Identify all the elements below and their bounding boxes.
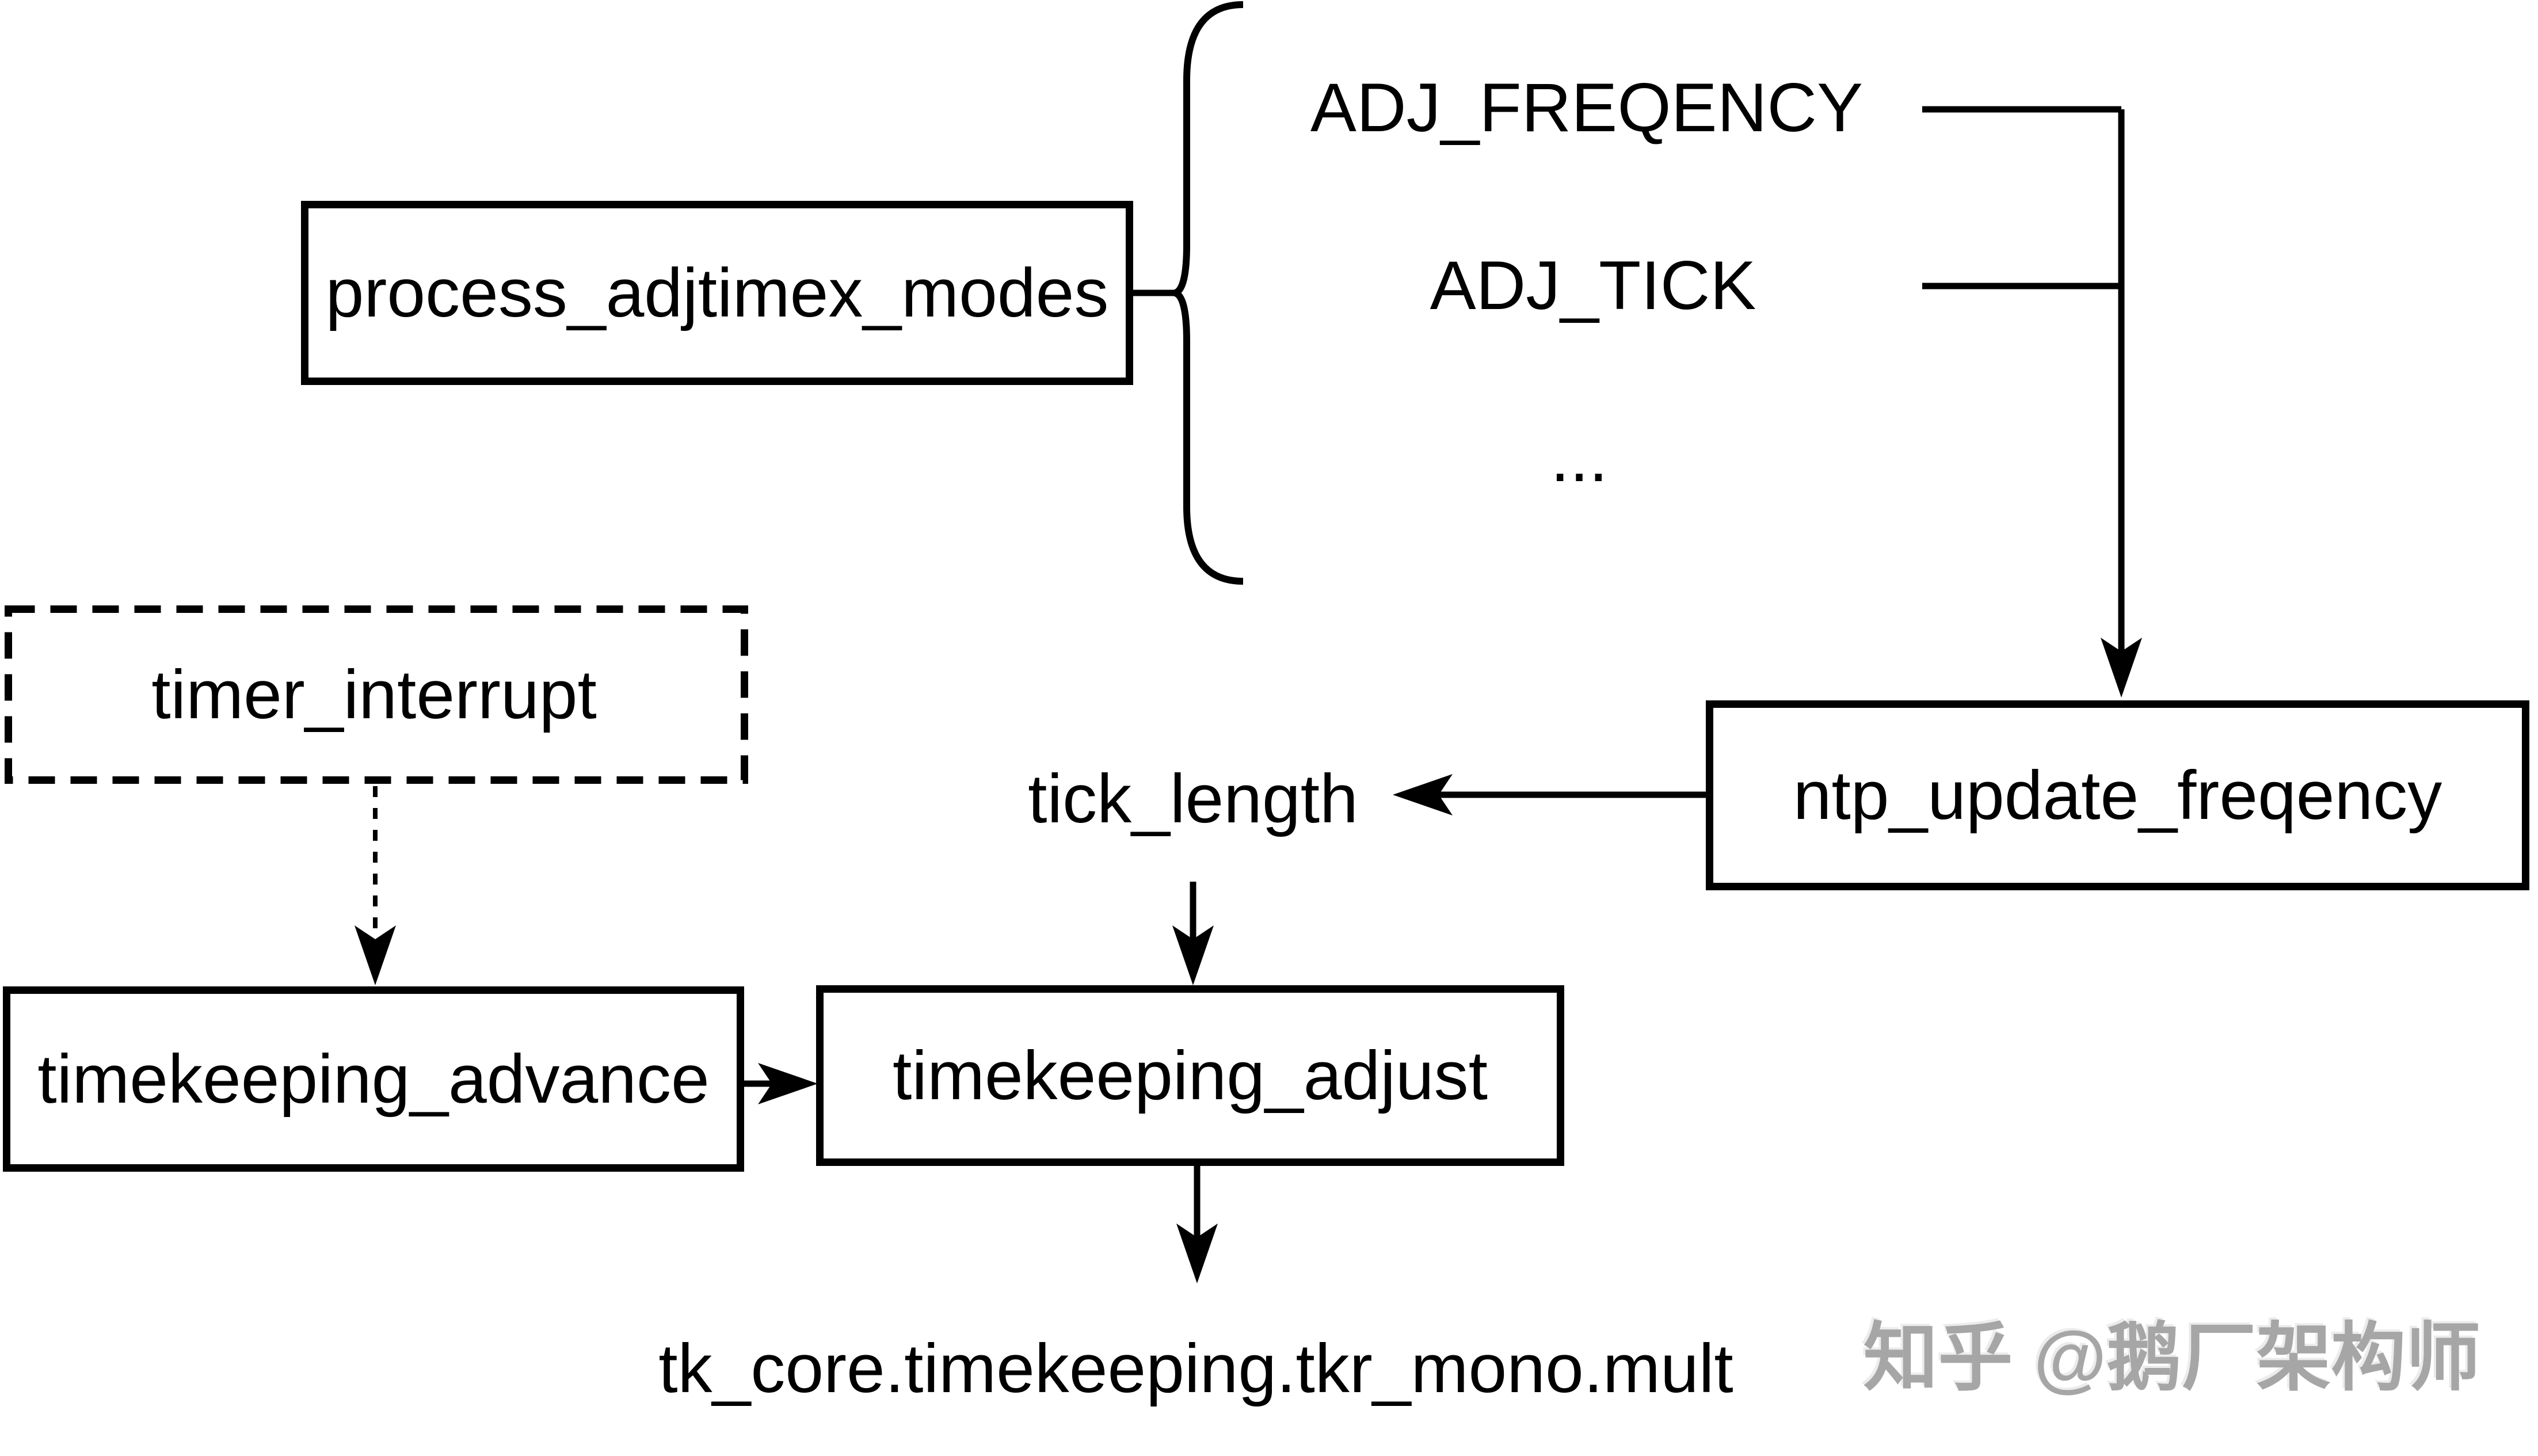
process-adjtimex-modes-label: process_adjtimex_modes — [325, 254, 1109, 331]
ntp-to-ticklength-arrowhead — [1393, 774, 1453, 815]
result-field-label: tk_core.timekeeping.tkr_mono.mult — [658, 1330, 1733, 1407]
adjust-to-result-arrowhead — [1176, 1224, 1218, 1283]
timekeeping-advance-box: timekeeping_advance — [3, 986, 744, 1172]
process-adjtimex-modes-box: process_adjtimex_modes — [301, 201, 1133, 385]
advance-to-adjust-arrowhead — [758, 1063, 818, 1104]
ticklength-to-adjust-arrowhead — [1172, 925, 1214, 985]
ntp-update-freqency-label: ntp_update_freqency — [1793, 757, 2442, 834]
zhihu-watermark: 知乎 @鹅厂架构师 — [1863, 1316, 2481, 1400]
timekeeping-adjust-label: timekeeping_adjust — [892, 1037, 1488, 1114]
timekeeping-adjust-box: timekeeping_adjust — [816, 985, 1564, 1166]
tick-length-label: tick_length — [1028, 760, 1358, 837]
ntp-update-freqency-box: ntp_update_freqency — [1706, 700, 2529, 890]
timekeeping-advance-label: timekeeping_advance — [37, 1040, 710, 1118]
adj-tick-label: ADJ_TICK — [1430, 247, 1756, 324]
timer-interrupt-box-border — [5, 605, 748, 784]
modes-ellipsis-label: ... — [1550, 419, 1609, 496]
timer-to-advance-arrowhead — [355, 925, 396, 985]
timer-interrupt-label: timer_interrupt — [151, 656, 597, 733]
adj-frequency-label: ADJ_FREQENCY — [1310, 69, 1864, 146]
modes-brace — [1163, 1, 1244, 585]
modes-to-ntp-arrowhead — [2101, 638, 2142, 697]
